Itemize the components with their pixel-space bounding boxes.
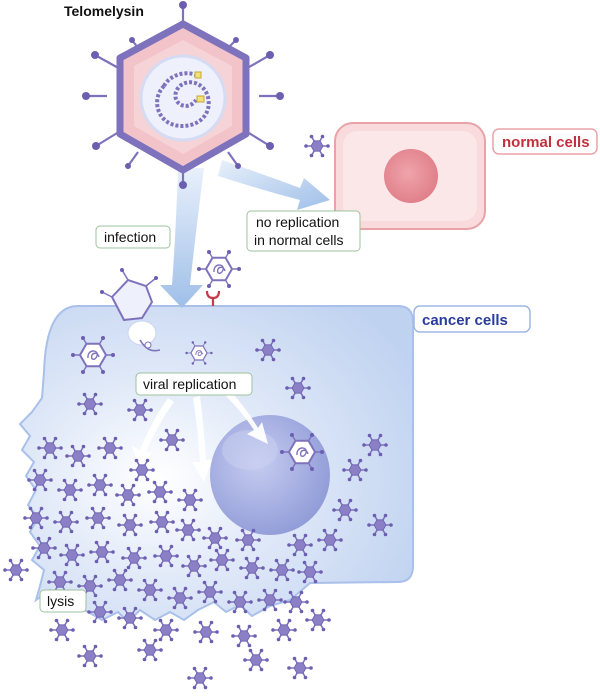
svg-text:infection: infection — [104, 229, 156, 245]
svg-text:cancer cells: cancer cells — [422, 312, 508, 329]
viral-replication-label: viral replication — [135, 372, 253, 396]
infection-arrow — [160, 168, 204, 308]
telomelysin-virus-icon — [82, 1, 284, 189]
normal-cell-nucleus — [384, 149, 438, 203]
no-replication-label: no replication in normal cells — [246, 210, 361, 252]
virus-near-normal-cell-icon — [303, 133, 331, 159]
lysis-label: lysis — [39, 589, 87, 613]
normal-cell — [334, 122, 486, 230]
virus-approaching-icon — [196, 249, 242, 289]
virus-particle-icon — [76, 643, 104, 669]
virus-particle-icon — [242, 647, 270, 673]
virus-particle-icon — [186, 665, 214, 691]
svg-text:viral replication: viral replication — [143, 376, 236, 392]
infection-label: infection — [95, 225, 171, 249]
virus-particle-icon — [48, 617, 76, 643]
normal-cells-label: normal cells — [492, 128, 598, 155]
virus-particle-icon — [286, 655, 314, 681]
svg-text:no replication: no replication — [256, 214, 339, 230]
virus-particle-icon — [304, 607, 332, 633]
virus-particle-icon — [230, 623, 258, 649]
virus-particle-icon — [152, 617, 180, 643]
virus-particle-icon — [136, 637, 164, 663]
cancer-cell — [18, 305, 414, 624]
receptor-icon — [205, 290, 221, 306]
no-replication-arrow — [218, 160, 330, 210]
entering-virus-icon — [100, 268, 161, 352]
svg-text:normal cells: normal cells — [502, 134, 590, 151]
replication-arrows — [132, 388, 268, 482]
virus-particle-icon — [270, 617, 298, 643]
title: Telomelysin — [64, 3, 144, 19]
cancer-cells-label: cancer cells — [413, 305, 531, 333]
svg-text:in normal cells: in normal cells — [254, 232, 343, 248]
svg-text:lysis: lysis — [47, 593, 74, 609]
virus-particle-icon — [2, 557, 30, 583]
virus-particle-icon — [192, 619, 220, 645]
